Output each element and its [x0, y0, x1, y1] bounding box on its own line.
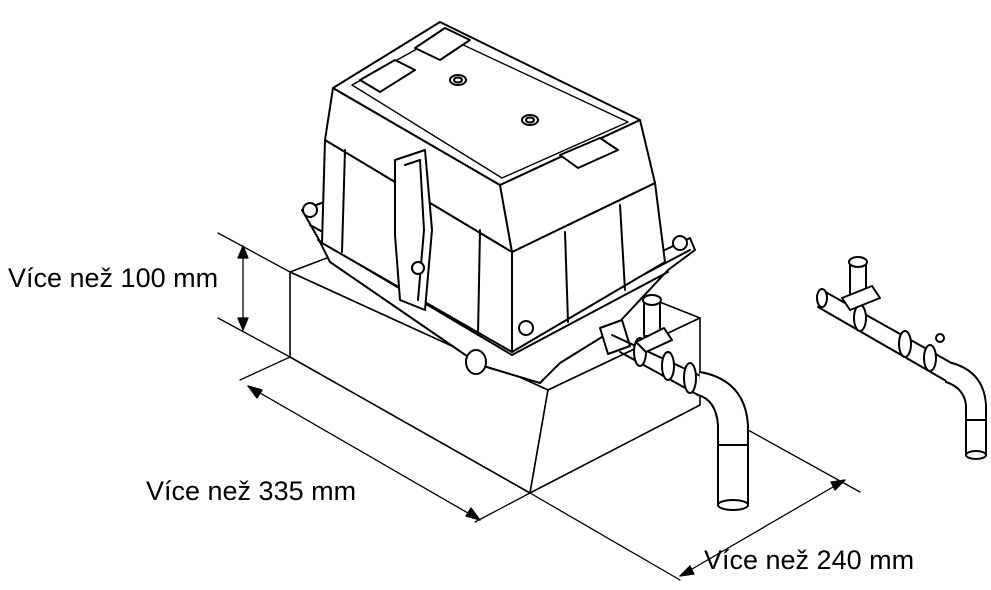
height-dimension-label: Více než 100 mm	[8, 263, 219, 293]
dimension-length	[239, 356, 531, 523]
blower-unit	[301, 21, 696, 384]
dimension-width	[529, 429, 861, 581]
outlet-pipe-assembly	[611, 294, 749, 511]
dimension-height	[217, 232, 291, 358]
spare-pipe-assembly	[816, 256, 987, 460]
length-dimension-label: Více než 335 mm	[146, 476, 357, 506]
width-dimension-label: Více než 240 mm	[704, 545, 915, 575]
